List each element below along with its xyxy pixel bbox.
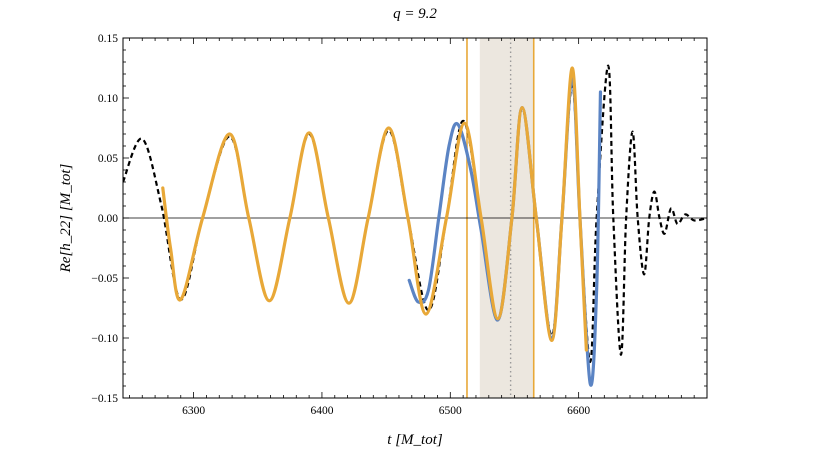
series-line-2	[161, 66, 588, 352]
y-tick-label: 0.15	[98, 33, 118, 45]
chart-title: q = 9.2	[393, 6, 437, 22]
y-tick-label: 0.00	[98, 213, 118, 225]
x-axis-label: t [M_tot]	[387, 432, 443, 448]
x-tick-label: 6300	[182, 405, 205, 417]
x-tick-label: 6400	[310, 405, 333, 417]
y-axis-label: Re[h_22] [M_tot]	[58, 163, 74, 273]
y-tick-label: 0.05	[98, 153, 118, 165]
x-tick-label: 6500	[439, 405, 462, 417]
y-tick-label: −0.15	[91, 393, 118, 405]
plot-area: 6300 6400 6500 6600 −0.15 −0.10 −0.05 0.00 0.05 0…	[91, 33, 708, 417]
y-tick-label: 0.10	[98, 93, 118, 105]
y-tick-label: −0.05	[91, 273, 118, 285]
series-line-0	[123, 64, 707, 364]
y-tick-label: −0.10	[91, 333, 118, 345]
x-tick-label: 6600	[567, 405, 590, 417]
